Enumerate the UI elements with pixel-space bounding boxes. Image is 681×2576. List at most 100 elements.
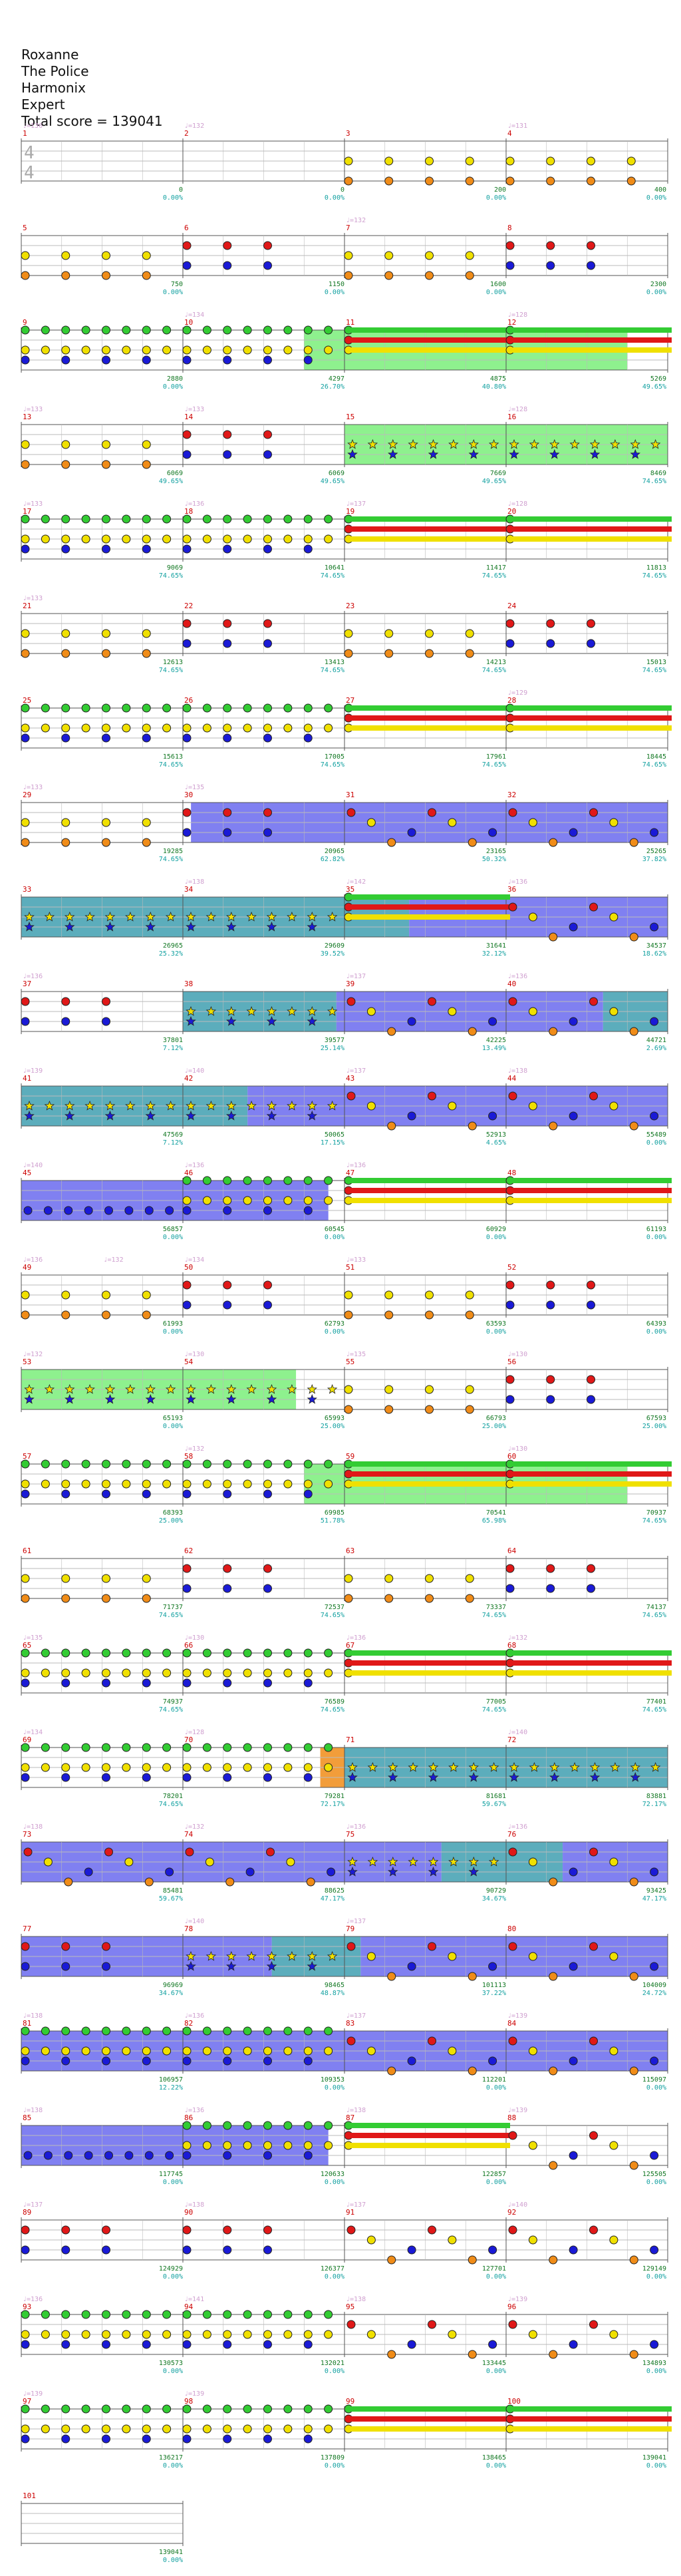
star-note	[266, 921, 277, 932]
note-gem	[528, 2235, 537, 2245]
note-gem	[263, 1196, 272, 1205]
note-gem	[303, 345, 313, 355]
sustain-bar	[510, 1471, 672, 1477]
note-gem	[589, 2225, 598, 2235]
tempo-marker: ♩=129	[507, 689, 527, 697]
tempo-marker: ♩=132	[346, 217, 366, 224]
sustain-bar	[510, 2406, 672, 2412]
note-gem	[182, 2046, 192, 2056]
note-gem	[263, 2424, 272, 2434]
star-note	[65, 1393, 75, 1404]
note-gem	[21, 1574, 30, 1583]
measure-number: 3	[346, 129, 350, 138]
sustain-bar	[510, 1178, 672, 1183]
star-note	[246, 1100, 257, 1111]
note-gem	[387, 2255, 396, 2265]
note-gem	[162, 514, 172, 524]
tempo-marker: ♩=141	[184, 2296, 204, 2303]
measure-number: 53	[23, 1358, 31, 1366]
measure-score: 31641	[486, 942, 506, 950]
note-gem	[346, 2320, 356, 2329]
star-note	[327, 1006, 338, 1016]
note-gem	[303, 1668, 313, 1678]
note-gem	[202, 2310, 211, 2319]
star-note	[104, 921, 116, 932]
note-gem	[243, 2121, 252, 2130]
measure-number: 12	[507, 318, 516, 327]
note-gem	[142, 1763, 151, 1772]
sustain-bar	[510, 2416, 672, 2422]
note-gem	[142, 818, 151, 827]
note-gem	[283, 1459, 293, 1469]
star-note	[186, 1110, 196, 1121]
note-gem	[182, 1648, 192, 1658]
sustain-bar	[348, 516, 510, 522]
note-gem	[589, 1091, 598, 1101]
note-gem	[587, 176, 595, 186]
measure-number: 90	[184, 2208, 193, 2217]
sustain-bar	[348, 914, 510, 920]
star-note	[226, 1006, 237, 1016]
note-gem	[344, 271, 353, 280]
star-power-percent: 51.78%	[321, 1517, 344, 1525]
measure-score: 134893	[642, 2360, 666, 2367]
tempo-marker: ♩=139	[184, 2390, 204, 2398]
measure-score: 2880	[167, 375, 183, 383]
note-gem	[303, 1489, 313, 1499]
note-gem	[303, 2434, 313, 2444]
note-gem	[344, 629, 353, 638]
note-gem	[508, 1942, 517, 1951]
note-gem	[263, 1206, 272, 1215]
star-power-percent: 0.00%	[163, 289, 183, 296]
note-gem	[508, 997, 517, 1006]
note-gem	[21, 1479, 30, 1489]
note-gem	[387, 1121, 396, 1131]
note-gem	[102, 733, 110, 743]
sustain-bar	[348, 327, 510, 333]
note-gem	[162, 723, 172, 733]
note-gem	[81, 1763, 90, 1772]
note-gem	[465, 156, 474, 166]
tempo-marker: ♩=131	[507, 122, 527, 130]
note-gem	[142, 534, 151, 544]
note-gem	[142, 723, 151, 733]
sustain-bar	[348, 1650, 510, 1656]
star-power-percent: 0.00%	[486, 2084, 506, 2092]
measure-score: 61993	[163, 1320, 183, 1328]
measure-number: 86	[184, 2114, 193, 2122]
measure-number: 34	[184, 885, 194, 894]
note-gem	[162, 2330, 172, 2339]
note-gem	[263, 325, 272, 335]
note-gem	[243, 2310, 252, 2319]
note-gem	[182, 2434, 192, 2444]
note-gem	[142, 2330, 151, 2339]
note-gem	[61, 2026, 70, 2036]
note-gem	[549, 2161, 558, 2170]
measure-number: 2	[184, 129, 189, 138]
note-gem	[303, 1206, 313, 1215]
note-gem	[384, 1385, 394, 1394]
note-gem	[465, 1405, 474, 1414]
note-gem	[142, 1773, 151, 1782]
note-gem	[142, 1574, 151, 1583]
star-power-percent: 2.69%	[646, 1045, 666, 1052]
measure-number: 37	[23, 980, 31, 988]
note-gem	[202, 1196, 211, 1205]
star-power-percent: 74.65%	[642, 478, 666, 485]
star-note	[307, 1383, 317, 1394]
measure-score: 34537	[646, 942, 666, 950]
note-gem	[465, 1594, 474, 1603]
star-power-percent: 0.00%	[325, 1234, 344, 1241]
star-power-percent: 74.65%	[321, 667, 344, 674]
note-gem	[21, 649, 30, 658]
star-power-percent: 74.65%	[642, 1612, 666, 1619]
note-gem	[41, 2404, 50, 2414]
note-gem	[263, 828, 272, 837]
note-gem	[182, 2151, 192, 2160]
tempo-marker: ♩=132	[23, 1351, 43, 1358]
note-gem	[324, 2121, 333, 2130]
star-note	[266, 1110, 277, 1121]
measure-number: 83	[346, 2019, 354, 2028]
note-gem	[142, 514, 151, 524]
note-gem	[324, 514, 333, 524]
